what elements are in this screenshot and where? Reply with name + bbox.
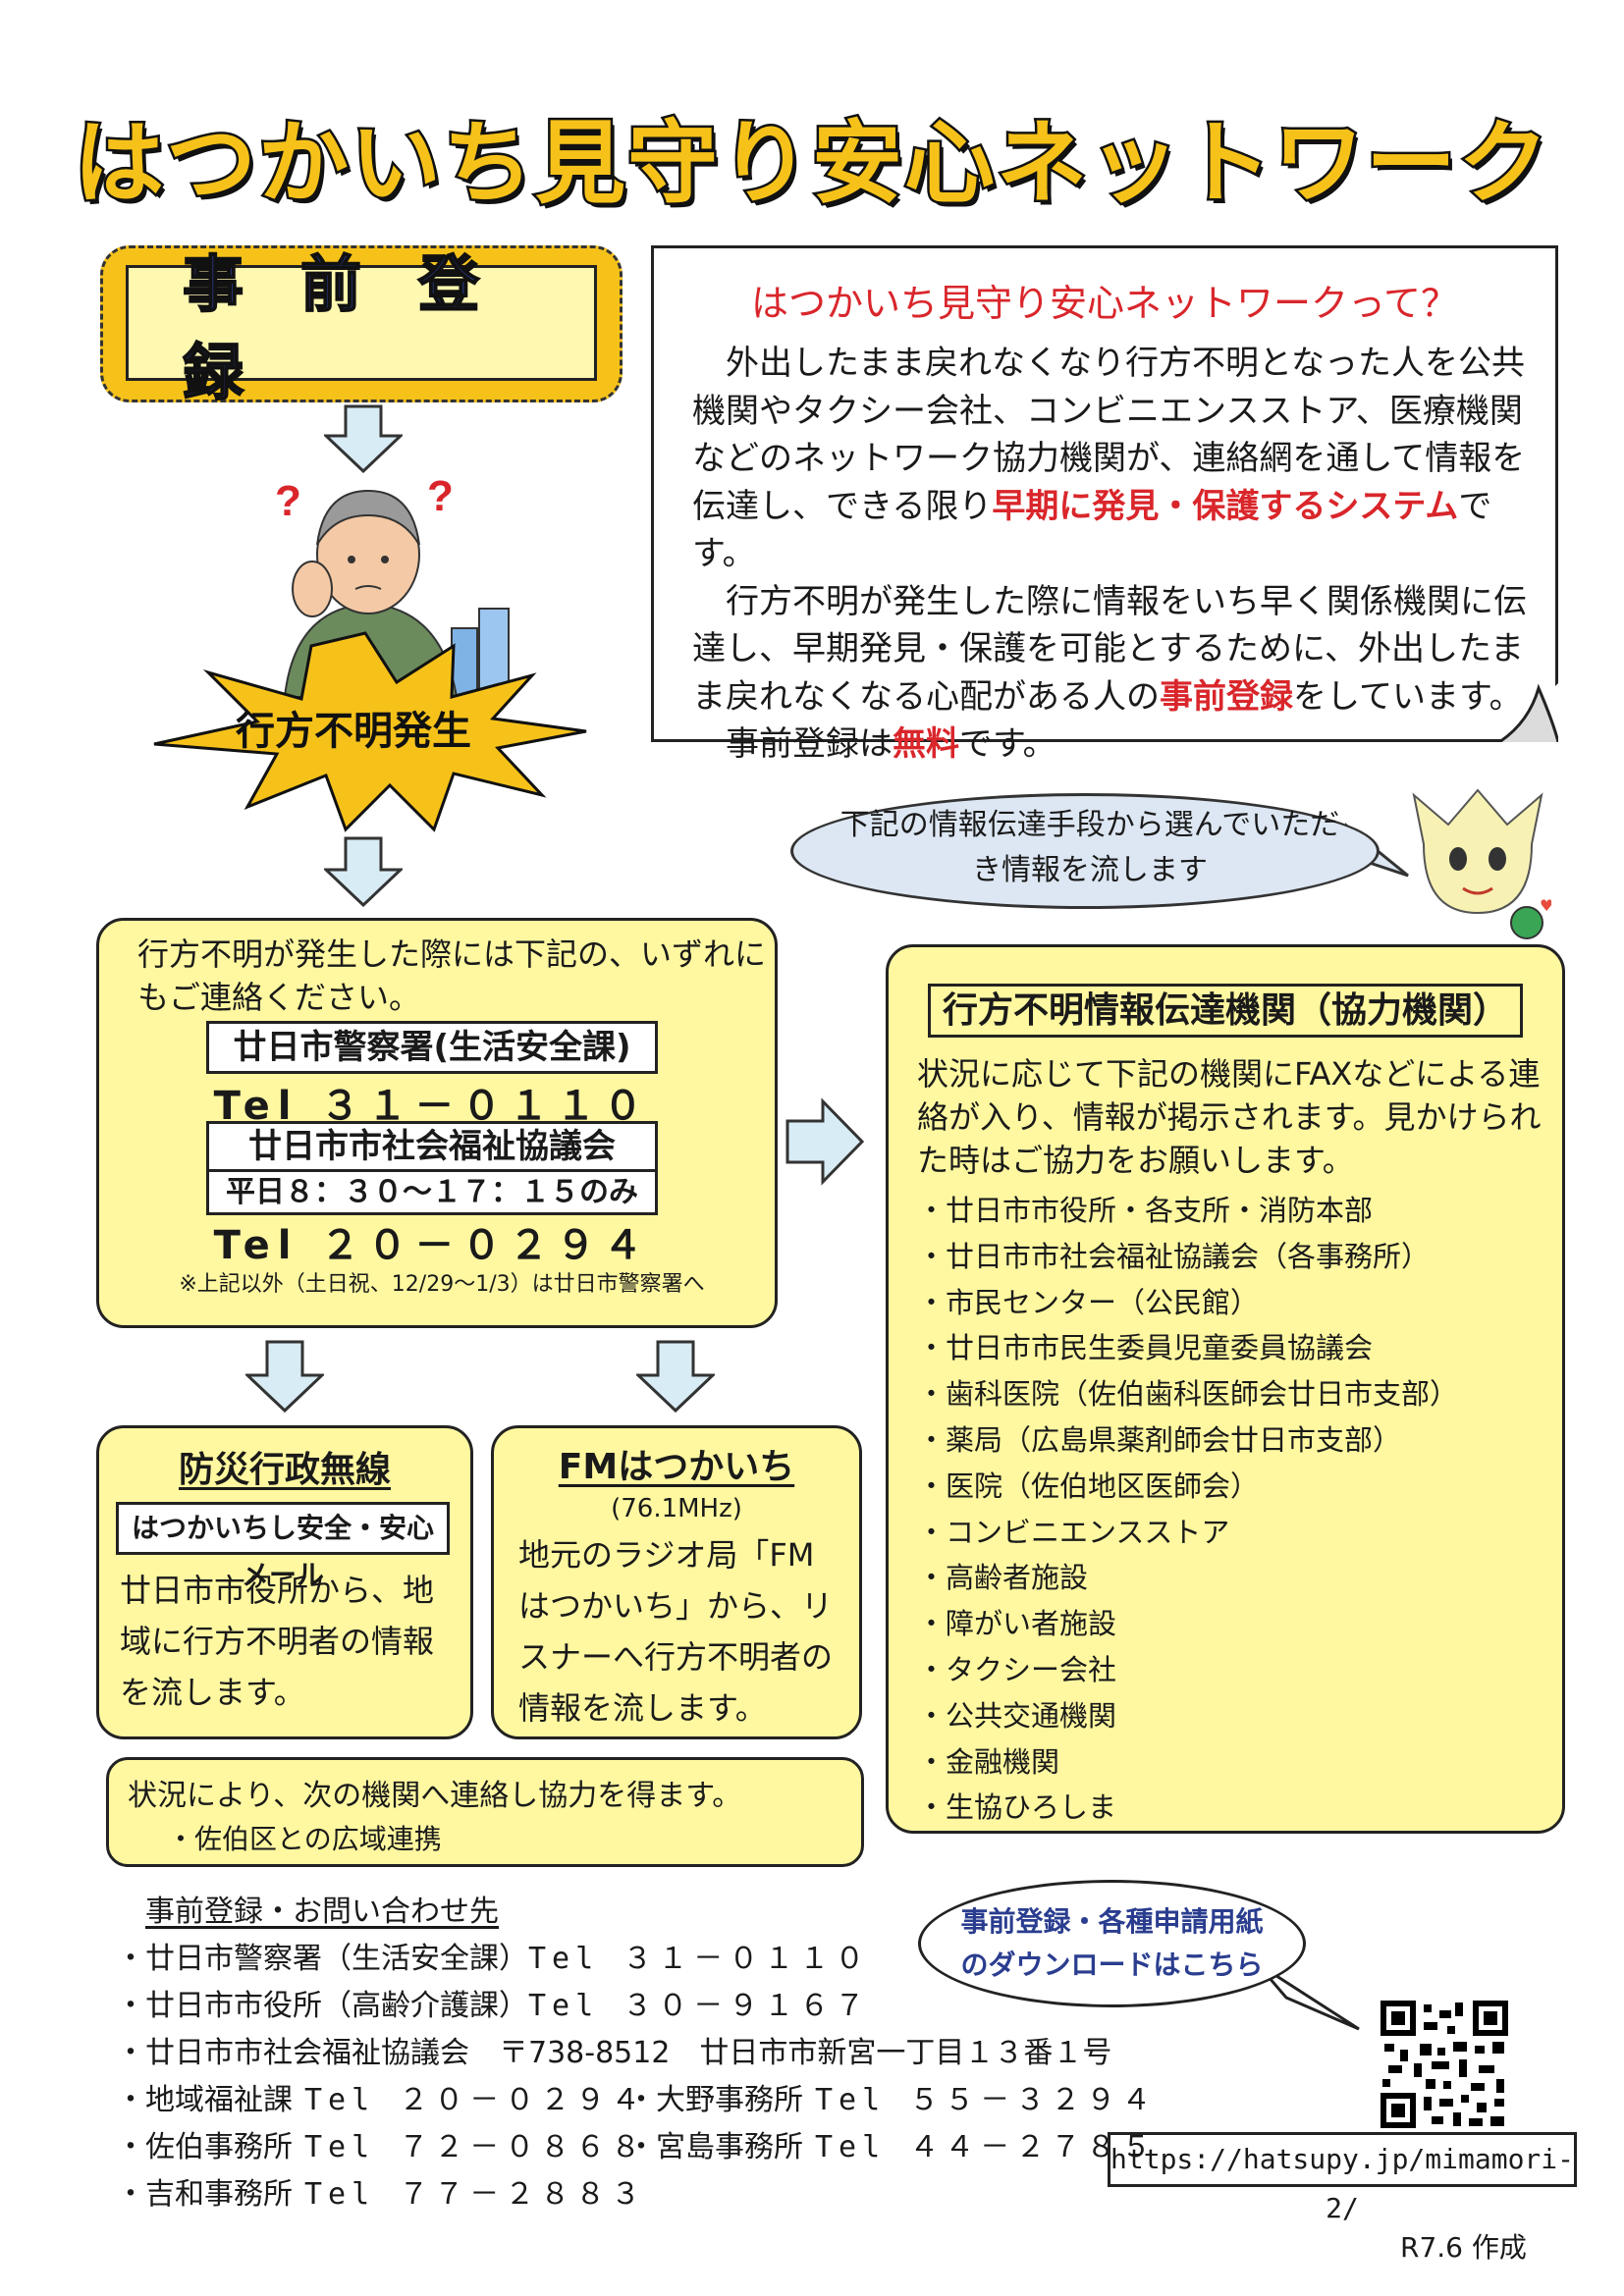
registration-label: 事前登録 <box>182 247 537 409</box>
qr-code-icon[interactable] <box>1380 2001 1508 2128</box>
saeki-contact-name: ・佐伯事務所 <box>116 2130 293 2164</box>
down-arrow-icon <box>324 836 403 907</box>
miyajima-contact-name: ・宮島事務所 <box>626 2130 803 2164</box>
about-text: です。 <box>959 724 1056 764</box>
social-welfare-label: 廿日市市社会福祉協議会 平日８：３０～１７：１５のみ <box>206 1121 658 1215</box>
list-item: ・高齢者施設 <box>917 1561 1089 1595</box>
wide-area-line: 状況により、次の機関へ連絡し協力を得ます。 <box>128 1779 742 1813</box>
download-line: 事前登録・各種申請用紙 <box>960 1905 1264 1938</box>
creation-date: R7.6 作成 <box>1400 2231 1527 2264</box>
list-item: ・コンビニエンスストア <box>917 1515 1230 1549</box>
download-url[interactable]: https://hatsupy.jp/mimamori-2/ <box>1108 2132 1577 2224</box>
down-arrow-icon <box>324 404 403 473</box>
speech-bubble <box>790 793 1380 909</box>
fm-radio-text: 地元のラジオ局「FMはつかいち」から、リスナーへ行方不明者の情報を流します。 <box>518 1536 834 1727</box>
disaster-radio-title: 防災行政無線 <box>178 1450 391 1490</box>
list-item: ・廿日市市社会福祉協議会（各事務所） <box>917 1239 1431 1273</box>
about-text: をしています。 <box>1293 676 1523 717</box>
list-item: ・公共交通機関 <box>917 1698 1117 1733</box>
list-item: ・金融機関 <box>917 1744 1060 1779</box>
list-item: ・廿日市市民生委員児童委員協議会 <box>917 1331 1374 1365</box>
ono-contact-tel: Tel ５５－３２９４ <box>815 2083 1158 2117</box>
fm-radio-panel <box>491 1425 862 1739</box>
speech-bubble-text: 下記の情報伝達手段から選んでいただき情報を流します <box>839 808 1340 887</box>
police-contact-tel: Tel ３１－０１１０ <box>528 1942 871 1976</box>
cooperating-organizations-list: ・廿日市市役所・各支所・消防本部 ・廿日市市社会福祉協議会（各事務所） ・市民セ… <box>917 1188 1545 1831</box>
bubble-tail <box>1257 1961 1360 2031</box>
wide-area-text: 状況により、次の機関へ連絡し協力を得ます。 ・佐伯区との広域連携 <box>128 1775 854 1861</box>
list-item: ・市民センター（公民館） <box>917 1285 1260 1319</box>
police-label: 廿日市警察署(生活安全課) <box>206 1021 658 1074</box>
about-highlight: 事前登録 <box>1160 676 1293 717</box>
list-item: ・タクシー会社 <box>917 1652 1117 1686</box>
cooperating-organizations-title: 行方不明情報伝達機関（協力機関） <box>886 982 1565 1038</box>
about-text: です。 <box>692 486 1492 574</box>
miyajima-contact-tel: Tel ４４－２７８５ <box>815 2130 1158 2164</box>
download-line: のダウンロードはこちら <box>960 1949 1264 1981</box>
contact-note: ※上記以外（土日祝、12/29～1/3）は廿日市警察署へ <box>179 1272 705 1297</box>
social-welfare-tel: Tel ２０－０２９４ <box>213 1223 651 1268</box>
ono-contact-name: ・大野事務所 <box>626 2083 803 2117</box>
list-item: ・歯科医院（佐伯歯科医師会廿日市支部） <box>917 1377 1459 1412</box>
fm-radio-title: FMはつかいち <box>558 1447 795 1487</box>
about-heading: はつかいち見守り安心ネットワークって？ <box>750 282 1459 325</box>
down-arrow-icon <box>245 1340 324 1414</box>
disaster-radio-text: 廿日市市役所から、地域に行方不明者の情報を流します。 <box>120 1572 435 1711</box>
chiiki-contact-tel: Tel ２０－０２９４ <box>304 2083 647 2117</box>
about-panel <box>651 245 1558 742</box>
svg-text:?: ? <box>427 472 454 520</box>
about-text: 行方不明が発生した際に情報をいち早く関係機関に伝達し、早期発見・保護を可能とする… <box>692 581 1527 717</box>
city-contact-name: ・廿日市市役所（高齢介護課） <box>116 1989 528 2023</box>
list-item: ・生協ひろしま <box>917 1790 1117 1825</box>
download-bubble <box>918 1880 1306 2007</box>
contacts-heading: 事前登録・お問い合わせ先 <box>145 1895 499 1929</box>
social-welfare-hours: 平日８：３０～１７：１５のみ <box>209 1169 655 1213</box>
about-body: 外出したまま戻れなくなり行方不明となった人を公共機関やタクシー会社、コンビニエン… <box>692 340 1546 769</box>
svg-text:♥: ♥ <box>1540 896 1551 915</box>
fm-frequency: (76.1MHz) <box>611 1494 742 1523</box>
about-highlight: 無料 <box>893 724 959 764</box>
list-item: ・医院（佐伯地区医師会） <box>917 1468 1260 1503</box>
burst-shape <box>153 631 587 832</box>
page-title: はつかいち見守り安心ネットワーク <box>71 109 1550 219</box>
police-contact-name: ・廿日市警察署（生活安全課） <box>116 1942 528 1976</box>
yoshiwa-contact-name: ・吉和事務所 <box>116 2177 293 2212</box>
wide-area-panel <box>106 1757 864 1867</box>
contact-intro: 行方不明が発生した際には下記の、いずれにもご連絡ください。 <box>137 935 767 1016</box>
safety-mail-label: はつかいちし安全・安心メール <box>116 1502 450 1591</box>
social-welfare-contact: ・廿日市市社会福祉協議会 〒738-8512 廿日市市新宮一丁目１３番１号 <box>116 2036 1112 2070</box>
chiiki-contact-name: ・地域福祉課 <box>116 2083 293 2117</box>
svg-text:?: ? <box>275 477 301 525</box>
about-text: 事前登録は <box>726 724 893 764</box>
down-arrow-icon <box>636 1340 715 1414</box>
about-highlight: 早期に発見・保護するシステム <box>992 486 1459 526</box>
missing-occurrence-label: 行方不明発生 <box>236 709 471 754</box>
right-arrow-icon <box>785 1097 864 1186</box>
page-curl-icon <box>1499 683 1558 742</box>
cooperating-organizations-panel <box>886 944 1565 1834</box>
yoshiwa-contact-tel: Tel ７７－２８８３ <box>304 2177 647 2212</box>
wide-area-item: ・佐伯区との広域連携 <box>167 1823 442 1855</box>
list-item: ・廿日市市役所・各支所・消防本部 <box>917 1194 1374 1227</box>
download-bubble-text: 事前登録・各種申請用紙 のダウンロードはこちら <box>918 1900 1306 1987</box>
mascot-illustration: ♥ <box>1412 788 1551 939</box>
social-welfare-name: 廿日市市社会福祉協議会 <box>248 1127 616 1166</box>
list-item: ・障がい者施設 <box>917 1607 1117 1641</box>
city-contact-tel: Tel ３０－９１６７ <box>528 1989 871 2023</box>
about-text: 外出したまま戻れなくなり行方不明となった人を公共機関やタクシー会社、コンビニエン… <box>692 344 1526 526</box>
registration-panel <box>126 265 597 381</box>
saeki-contact-tel: Tel ７２－０８６８ <box>304 2130 647 2164</box>
cooperating-organizations-intro: 状況に応じて下記の機関にFAXなどによる連絡が入り、情報が掲示されます。見かけら… <box>917 1055 1542 1179</box>
disaster-radio-panel <box>96 1425 473 1739</box>
list-item: ・薬局（広島県薬剤師会廿日市支部） <box>917 1422 1402 1457</box>
